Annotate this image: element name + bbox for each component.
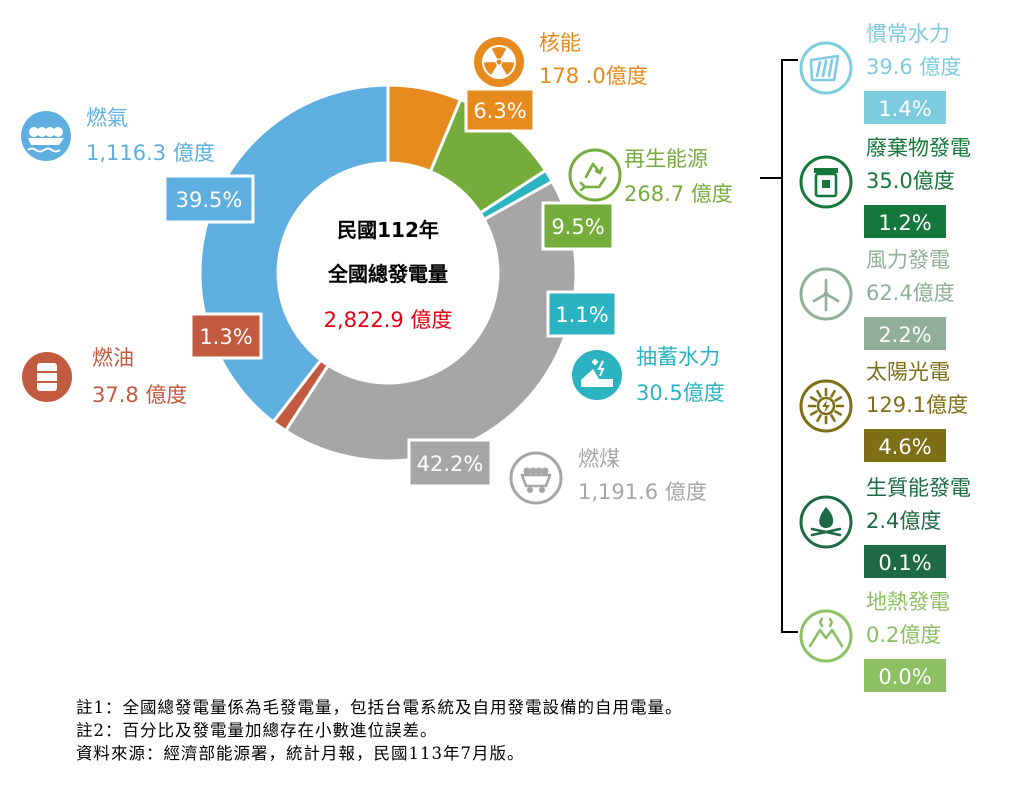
renewable-name: 太陽光電 bbox=[866, 360, 950, 384]
renewable-name: 風力發電 bbox=[866, 248, 950, 272]
center-title-line1: 民國112年 bbox=[337, 218, 439, 242]
renewables-bracket bbox=[760, 59, 798, 633]
source-name: 核能 bbox=[539, 31, 581, 55]
renewable-name: 地熱發電 bbox=[866, 590, 950, 614]
slice-label-group-4: 1.3% 燃油 37.8 億度 bbox=[22, 312, 263, 407]
renewable-percent-label: 0.1% bbox=[878, 551, 931, 575]
source-amount: 1,191.6 億度 bbox=[578, 480, 707, 504]
percent-label: 1.3% bbox=[199, 325, 252, 349]
renewable-percent-box bbox=[864, 429, 946, 462]
source-name: 燃煤 bbox=[578, 447, 620, 471]
source-amount: 1,116.3 億度 bbox=[86, 141, 215, 165]
source-name: 燃氣 bbox=[86, 106, 128, 130]
pumped-hydro-icon bbox=[572, 350, 622, 400]
percent-box bbox=[407, 438, 493, 488]
percent-box bbox=[541, 201, 615, 251]
renewable-amount: 35.0億度 bbox=[866, 169, 955, 193]
percent-label: 42.2% bbox=[417, 452, 484, 476]
renewable-amount: 129.1億度 bbox=[866, 393, 968, 417]
lng-tanker-icon bbox=[21, 111, 71, 161]
center-total: 2,822.9 億度 bbox=[324, 308, 453, 332]
dam-icon bbox=[799, 41, 853, 95]
footnote-2: 註2：百分比及發電量加總存在小數進位誤差。 bbox=[76, 721, 438, 740]
footnotes: 註1：全國總發電量係為毛發電量，包括台電系統及自用發電設備的自用電量。 註2：百… bbox=[76, 696, 976, 765]
renewable-row-5: 地熱發電 0.2億度 0.0% bbox=[799, 590, 950, 692]
renewable-percent-box bbox=[864, 659, 946, 692]
percent-box bbox=[464, 87, 536, 133]
source-name: 再生能源 bbox=[624, 147, 708, 171]
renewable-name: 生質能發電 bbox=[866, 476, 971, 500]
slice-label-group-5: 39.5% 燃氣 1,116.3 億度 bbox=[21, 106, 255, 224]
source-note: 資料來源：經濟部能源署，統計月報，民國113年7月版。 bbox=[76, 744, 525, 763]
renewable-percent-label: 0.0% bbox=[878, 665, 931, 689]
waste-bin-icon bbox=[799, 155, 853, 209]
renewable-percent-label: 1.4% bbox=[878, 97, 931, 121]
source-amount: 37.8 億度 bbox=[92, 383, 187, 407]
percent-box bbox=[163, 174, 255, 224]
slice-label-group-0: 6.3% 核能 178 .0億度 bbox=[464, 31, 648, 133]
renewable-percent-box bbox=[864, 205, 946, 238]
source-amount: 268.7 億度 bbox=[624, 182, 733, 206]
renewable-percent-box bbox=[864, 317, 946, 350]
percent-box bbox=[546, 290, 618, 338]
donut-slice-5 bbox=[198, 83, 390, 424]
renewable-amount: 2.4億度 bbox=[866, 509, 941, 533]
renewable-name: 慣常水力 bbox=[866, 22, 950, 46]
recycle-icon bbox=[568, 148, 622, 202]
oil-barrel-icon bbox=[22, 352, 72, 402]
renewable-row-1: 廢棄物發電 35.0億度 1.2% bbox=[799, 136, 971, 238]
source-amount: 178 .0億度 bbox=[539, 64, 648, 88]
renewable-amount: 62.4億度 bbox=[866, 281, 955, 305]
slice-label-group-2: 1.1% 抽蓄水力 30.5億度 bbox=[546, 290, 725, 405]
percent-label: 1.1% bbox=[555, 303, 608, 327]
percent-label: 9.5% bbox=[551, 215, 604, 239]
renewable-name: 廢棄物發電 bbox=[866, 136, 971, 160]
renewable-percent-label: 2.2% bbox=[878, 323, 931, 347]
radiation-icon bbox=[474, 37, 524, 87]
percent-box bbox=[189, 312, 263, 360]
renewable-amount: 0.2億度 bbox=[866, 623, 941, 647]
slice-label-group-1: 9.5% 再生能源 268.7 億度 bbox=[541, 147, 733, 251]
sun-icon bbox=[799, 379, 853, 433]
center-title-line2: 全國總發電量 bbox=[327, 262, 448, 286]
source-name: 抽蓄水力 bbox=[636, 345, 720, 369]
renewable-row-3: 太陽光電 129.1億度 4.6% bbox=[799, 360, 968, 462]
source-amount: 30.5億度 bbox=[636, 381, 725, 405]
renewable-amount: 39.6 億度 bbox=[866, 55, 961, 79]
renewable-row-4: 生質能發電 2.4億度 0.1% bbox=[799, 476, 971, 578]
renewable-percent-box bbox=[864, 545, 946, 578]
source-name: 燃油 bbox=[92, 346, 134, 370]
renewable-percent-label: 4.6% bbox=[878, 435, 931, 459]
slice-label-group-3: 42.2% 燃煤 1,191.6 億度 bbox=[407, 438, 707, 505]
renewables-breakdown: 慣常水力 39.6 億度 1.4% 廢棄物發電 35.0億度 1.2% 風力發電 62.4億度… bbox=[760, 22, 971, 692]
percent-label: 6.3% bbox=[473, 99, 526, 123]
footnote-1: 註1：全國總發電量係為毛發電量，包括台電系統及自用發電設備的自用電量。 bbox=[76, 698, 683, 717]
renewable-row-0: 慣常水力 39.6 億度 1.4% bbox=[799, 22, 961, 124]
slice-labels: 6.3% 核能 178 .0億度 9.5% 再生能源 268.7 億度 1.1% 抽蓄水力 30… bbox=[21, 31, 733, 505]
geothermal-icon bbox=[799, 609, 853, 663]
biomass-fire-icon bbox=[799, 495, 853, 549]
renewable-row-2: 風力發電 62.4億度 2.2% bbox=[799, 248, 955, 350]
percent-label: 39.5% bbox=[176, 188, 243, 212]
wind-turbine-icon bbox=[799, 267, 853, 321]
coal-cart-icon bbox=[509, 451, 563, 505]
renewable-percent-box bbox=[864, 91, 946, 124]
renewable-percent-label: 1.2% bbox=[878, 211, 931, 235]
